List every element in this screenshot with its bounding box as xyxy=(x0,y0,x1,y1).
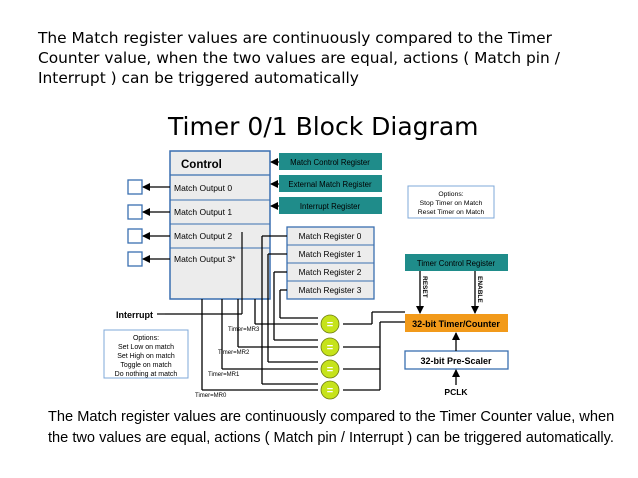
interrupt-register xyxy=(279,197,382,214)
signal-mr0: Timer=MR0 xyxy=(195,393,227,399)
comparator-2-symbol: = xyxy=(327,342,333,354)
match-output-2: Match Output 2 xyxy=(174,231,232,241)
timer-control-register-label: Timer Control Register xyxy=(417,259,496,268)
pin-0 xyxy=(127,179,143,195)
options-top-reset: Reset Timer on Match xyxy=(418,209,485,216)
signal-mr3: Timer=MR3 xyxy=(228,327,260,333)
comparator-3 xyxy=(320,314,340,334)
diagram-title: Timer 0/1 Block Diagram xyxy=(168,112,479,141)
interrupt-register-label: Interrupt Register xyxy=(300,202,361,211)
match-output-3: Match Output 3* xyxy=(174,254,236,264)
signal-mr2: Timer=MR2 xyxy=(218,350,250,356)
comparator-0-symbol: = xyxy=(327,385,333,397)
comparator-2 xyxy=(320,337,340,357)
caption: The Match register values are continuous… xyxy=(48,409,615,446)
options-top-box xyxy=(407,185,495,219)
signal-mr1: Timer=MR1 xyxy=(208,372,240,378)
control-title: Control xyxy=(181,159,222,171)
interrupt-label: Interrupt xyxy=(116,310,153,320)
options-left-box xyxy=(103,329,189,379)
pclk-label: PCLK xyxy=(444,387,468,397)
pin-3 xyxy=(127,251,143,267)
slide-text: The Match register values are continuous… xyxy=(38,29,560,87)
timer-counter xyxy=(405,314,508,332)
options-top-title: Options: xyxy=(438,191,463,198)
comparators: = = = = xyxy=(320,314,340,400)
timer-control-register xyxy=(405,254,508,271)
match-register-3: Match Register 3 xyxy=(299,285,362,295)
options-left-title: Options: xyxy=(133,335,159,342)
pin-2 xyxy=(127,228,143,244)
comparator-1 xyxy=(320,359,340,379)
match-output-0: Match Output 0 xyxy=(174,183,232,193)
timer-counter-label: 32-bit Timer/Counter xyxy=(412,319,500,329)
comparator-1-symbol: = xyxy=(327,364,333,376)
external-match-register xyxy=(279,175,382,192)
comparator-3-symbol: = xyxy=(327,319,333,331)
options-top-stop: Stop Timer on Match xyxy=(420,200,483,207)
options-left-set-low: Set Low on match xyxy=(118,344,174,351)
control-panel xyxy=(169,150,271,300)
options-left-set-high: Set High on match xyxy=(117,353,175,360)
match-control-register-label: Match Control Register xyxy=(290,158,370,167)
match-register-0: Match Register 0 xyxy=(299,231,362,241)
enable-label: ENABLE xyxy=(476,276,483,303)
match-register-2: Match Register 2 xyxy=(299,267,362,277)
match-control-register xyxy=(279,153,382,170)
match-output-1: Match Output 1 xyxy=(174,207,232,217)
external-match-register-label: External Match Register xyxy=(288,180,372,189)
reset-label: RESET xyxy=(421,276,428,298)
prescaler-label: 32-bit Pre-Scaler xyxy=(420,356,492,366)
options-left-nothing: Do nothing at match xyxy=(115,371,178,378)
options-left-toggle: Toggle on match xyxy=(120,362,171,369)
comparator-0 xyxy=(320,380,340,400)
match-pins xyxy=(127,179,143,267)
match-register-1: Match Register 1 xyxy=(299,249,362,259)
pin-1 xyxy=(127,204,143,220)
